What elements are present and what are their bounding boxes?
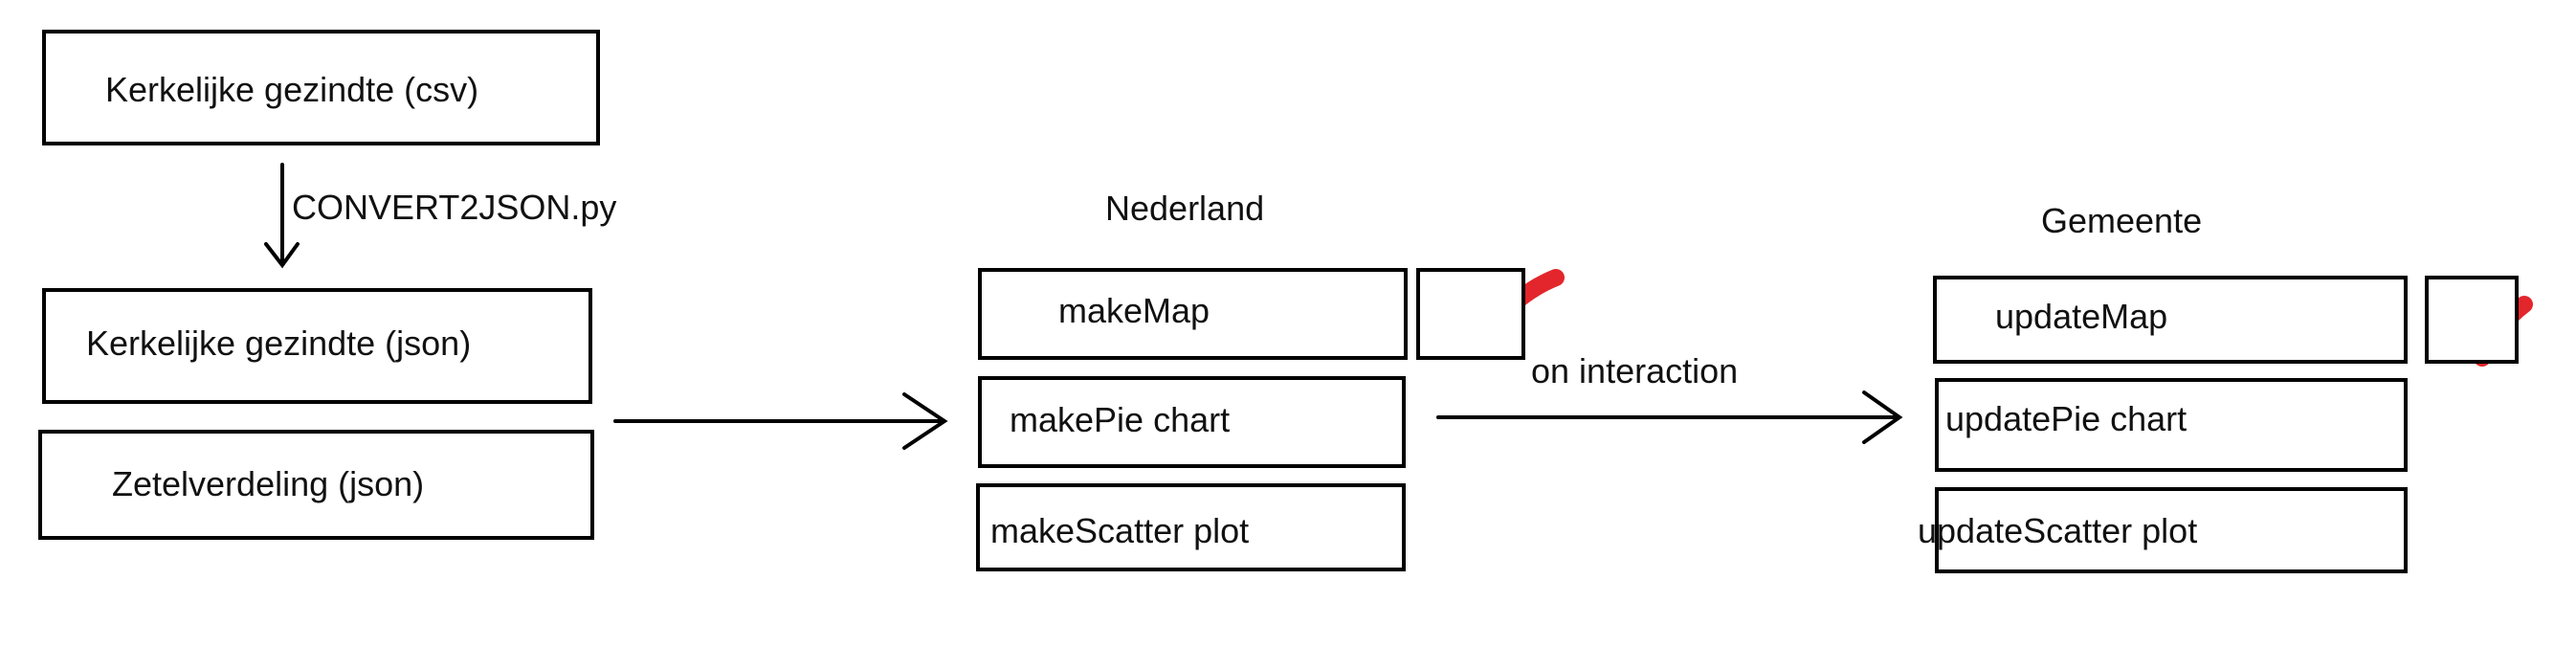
makemap-label: makeMap [1058,291,1210,330]
makescatter-box [976,483,1406,571]
updatepie-label: updatePie chart [1945,399,2187,438]
interaction-label: on interaction [1531,351,1739,390]
makepie-box [978,376,1406,468]
csv-input-box [42,30,600,145]
updatescatter-label: updateScatter plot [1918,511,2198,550]
makemap-box [978,268,1408,360]
csv-input-label: Kerkelijke gezindte (csv) [105,70,479,109]
makemap-check-box [1416,268,1525,360]
convert-script-label: CONVERT2JSON.py [292,188,617,227]
makescatter-label: makeScatter plot [990,511,1250,550]
seats-input-box [38,430,594,540]
json-input-label: Kerkelijke gezindte (json) [86,324,472,363]
convert-arrow [264,163,300,269]
nederland-title: Nederland [1105,189,1265,228]
makepie-label: makePie chart [1010,400,1231,439]
updatemap-box [1933,276,2408,364]
updatepie-box [1935,378,2408,472]
updatemap-label: updateMap [1995,297,2168,336]
inputs-to-nederland-arrow [613,392,948,450]
seats-input-label: Zetelverdeling (json) [112,464,425,503]
json-input-box [42,288,592,404]
interaction-arrow [1436,390,1903,444]
updatemap-check-box [2425,276,2519,364]
gemeente-title: Gemeente [2041,201,2203,240]
updatescatter-box [1935,487,2408,573]
